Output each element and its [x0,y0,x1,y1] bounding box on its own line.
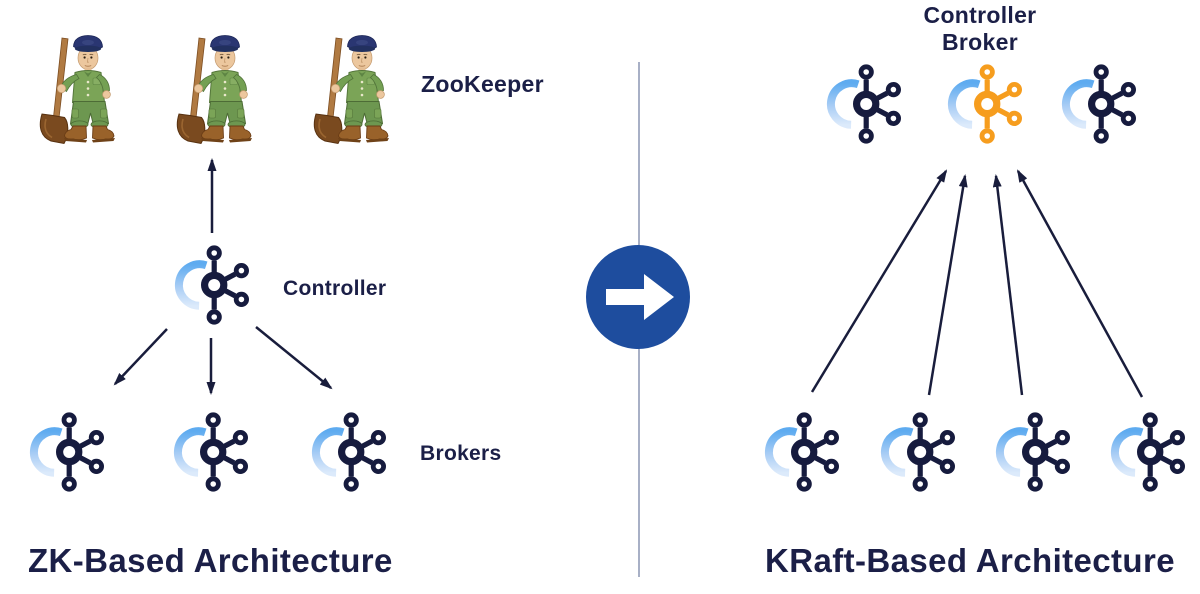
zk-panel-title: ZK-Based Architecture [28,542,393,579]
kafka-node-icon [877,408,957,496]
kafka-node-icon [992,408,1072,496]
transition-badge [586,245,690,349]
kafka-controller-node-icon [171,241,251,329]
kafka-controller-node-icon [944,60,1024,148]
kafka-node-icon [1107,408,1187,496]
right-arrow-icon [586,245,690,349]
controller-broker-label: Controller Broker [900,2,1060,56]
kafka-node-icon [170,408,250,496]
zookeeper-figure-icon [165,30,257,146]
zookeeper-figure-icon [302,30,394,146]
kafka-node-icon [1058,60,1138,148]
kraft-panel-title: KRaft-Based Architecture [765,542,1175,579]
zookeeper-label: ZooKeeper [421,71,544,97]
kafka-node-icon [26,408,106,496]
controller-broker-label-line1: Controller [923,2,1037,28]
kraft-arrows [810,169,1144,398]
kafka-node-icon [823,60,903,148]
brokers-label: Brokers [420,442,502,465]
controller-label: Controller [283,277,387,300]
controller-broker-label-line2: Broker [942,29,1018,55]
kafka-node-icon [761,408,841,496]
kafka-node-icon [308,408,388,496]
zookeeper-figure-icon [28,30,120,146]
